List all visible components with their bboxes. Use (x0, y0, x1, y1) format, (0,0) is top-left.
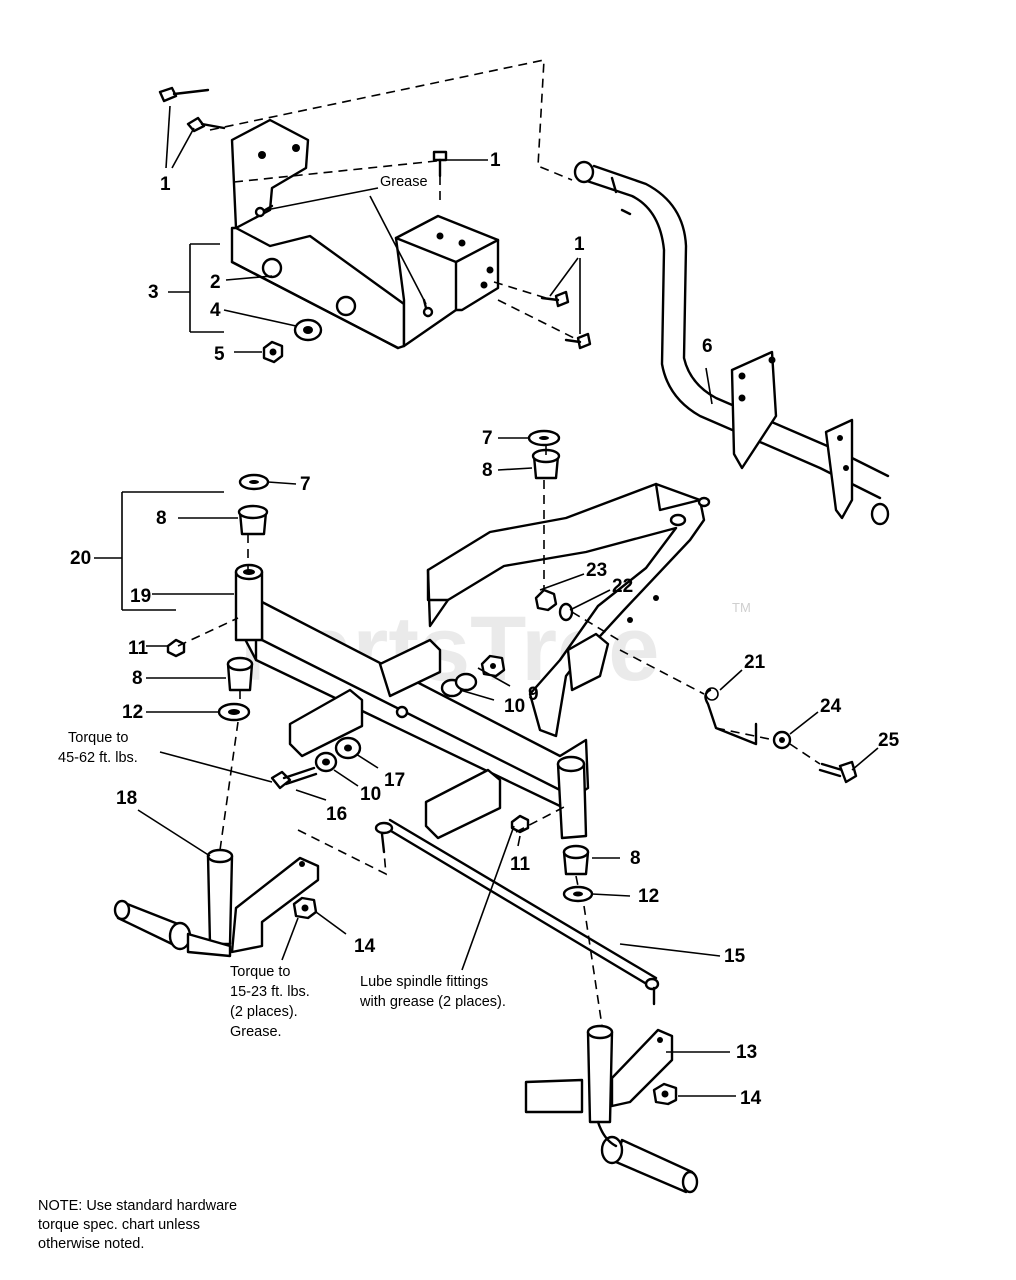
bolt-25 (818, 760, 858, 784)
callout-1b: 1 (490, 150, 501, 171)
callout-11a: 11 (128, 638, 149, 659)
callout-20: 20 (70, 548, 91, 569)
spindle-13 (524, 1024, 699, 1194)
nut-14b (652, 1082, 678, 1106)
torque-note-b-line4: Grease. (230, 1024, 282, 1040)
washer-12a (217, 702, 251, 722)
bushing-8c (226, 656, 254, 692)
spacer-17 (334, 736, 362, 760)
callout-4: 4 (210, 300, 221, 321)
notes: Grease Torque to 45-62 ft. lbs. Torque t… (38, 174, 506, 1252)
pivot-rod-6 (573, 160, 890, 526)
bushing-8d (562, 844, 590, 876)
fitting-11a (166, 638, 186, 658)
footer-note-line3: otherwise noted. (38, 1236, 144, 1252)
washer-12b (562, 885, 594, 903)
bolts-1 (158, 86, 592, 350)
lube-note-line2: with grease (2 places). (359, 994, 506, 1010)
callout-23: 23 (586, 560, 607, 581)
callout-7a: 7 (482, 428, 493, 449)
callout-12b: 12 (638, 886, 659, 907)
bolt-16 (270, 766, 318, 790)
callout-21: 21 (744, 652, 766, 673)
callout-16: 16 (326, 804, 347, 825)
callout-14a: 14 (354, 936, 376, 957)
callout-8d: 8 (630, 848, 641, 869)
torque-note-b-line1: Torque to (230, 964, 290, 980)
torque-note-b-line2: 15-23 ft. lbs. (230, 984, 310, 1000)
callout-25: 25 (878, 730, 900, 751)
grease-note: Grease (380, 174, 428, 190)
leader-lines (94, 105, 879, 1097)
mounting-bracket (230, 118, 500, 350)
callout-12a: 12 (122, 702, 143, 723)
rod-21 (704, 687, 758, 746)
callout-8a: 8 (482, 460, 493, 481)
callout-19: 19 (130, 586, 151, 607)
nut-5 (262, 340, 284, 364)
torque-note-b-line3: (2 places). (230, 1004, 298, 1020)
callout-8b: 8 (156, 508, 167, 529)
spindle-18 (113, 848, 320, 958)
callout-6: 6 (702, 336, 713, 357)
callout-3: 3 (148, 282, 159, 303)
callout-8c: 8 (132, 668, 143, 689)
callout-24: 24 (820, 696, 842, 717)
snap-ring-7b (238, 473, 270, 491)
callout-17: 17 (384, 770, 405, 791)
nut-14a (292, 896, 318, 920)
torque-note-a-line2: 45-62 ft. lbs. (58, 750, 138, 766)
callout-7b: 7 (300, 474, 311, 495)
callout-22: 22 (612, 576, 633, 597)
torque-note-a-line1: Torque to (68, 730, 128, 746)
callout-9: 9 (528, 684, 539, 705)
callout-numbers: 1 1 1 2 3 4 5 6 7 7 8 8 8 8 9 10 10 11 1… (70, 150, 900, 1109)
snap-ring-7a (527, 429, 561, 447)
bushing-8a (531, 448, 561, 480)
washer-22 (558, 602, 574, 622)
nut-23 (534, 588, 558, 612)
callout-2: 2 (210, 272, 221, 293)
callout-10a: 10 (504, 696, 525, 717)
tie-rod-15 (374, 818, 660, 1006)
spindle-tube-19 (234, 563, 264, 642)
spindle-tube-right (556, 755, 588, 840)
watermark-tm: TM (732, 600, 751, 615)
callout-18: 18 (116, 788, 137, 809)
washer-24 (772, 730, 792, 750)
footer-note-line2: torque spec. chart unless (38, 1217, 200, 1233)
washer-10b (314, 751, 338, 773)
callout-1c: 1 (574, 234, 585, 255)
lube-note-line1: Lube spindle fittings (360, 974, 488, 990)
callout-1a: 1 (160, 174, 171, 195)
callout-15: 15 (724, 946, 746, 967)
callout-11b: 11 (510, 854, 531, 875)
callout-13: 13 (736, 1042, 757, 1063)
washers-10a (440, 672, 478, 698)
callout-10b: 10 (360, 784, 381, 805)
callout-5: 5 (214, 344, 225, 365)
nut-9 (480, 654, 506, 678)
footer-note-line1: NOTE: Use standard hardware (38, 1198, 237, 1214)
bushing-8b (237, 504, 269, 536)
bushing-4 (293, 318, 323, 342)
callout-14b: 14 (740, 1088, 762, 1109)
